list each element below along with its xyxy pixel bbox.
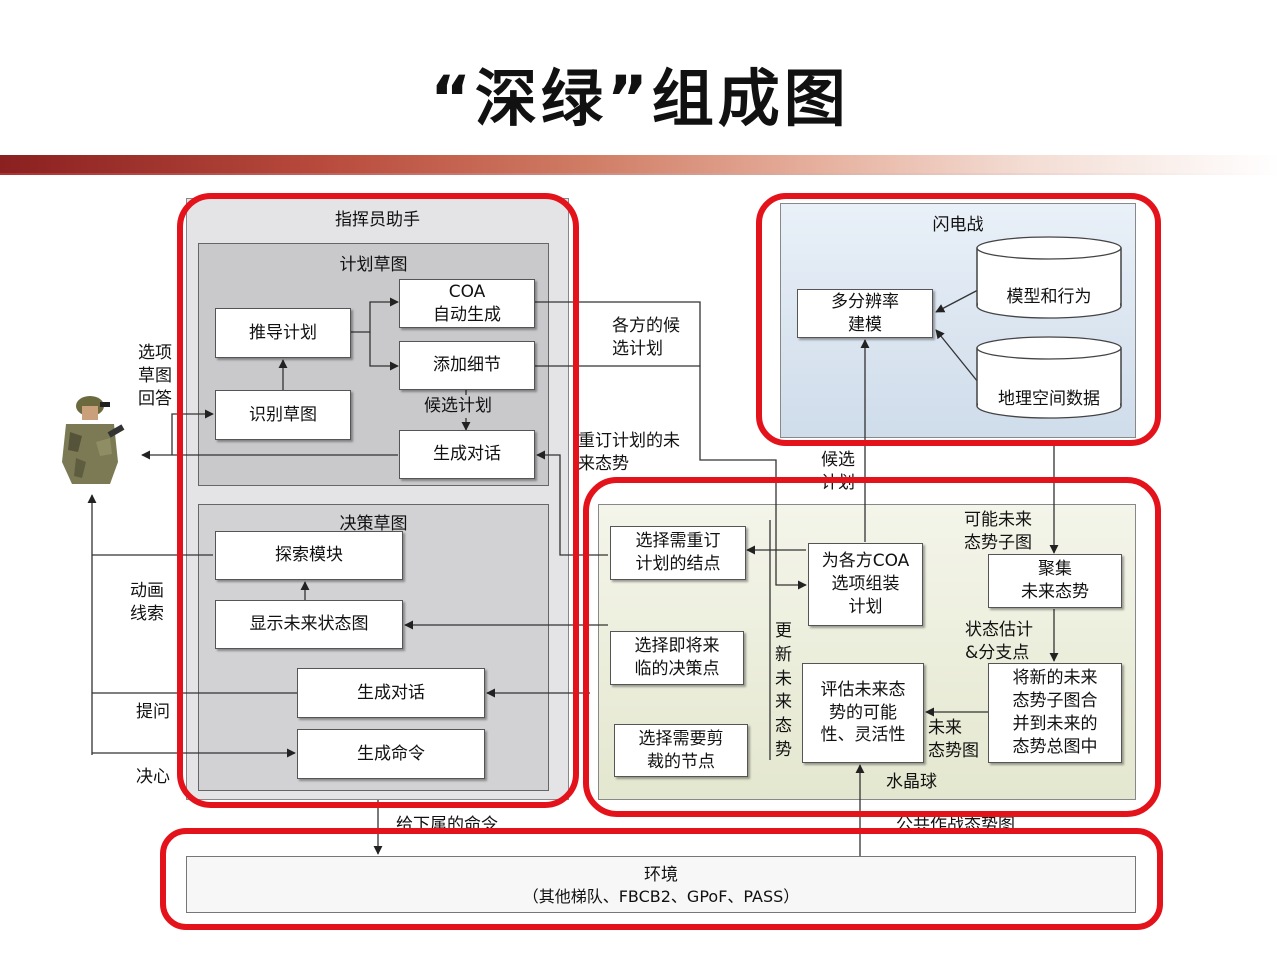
blitz-highlight-frame bbox=[756, 193, 1161, 446]
options-sketch-answer-label: 选项 草图 回答 bbox=[138, 342, 172, 411]
decision-label: 决心 bbox=[136, 766, 170, 789]
crystal-ball-highlight-frame bbox=[583, 477, 1161, 817]
commander-soldier-icon bbox=[52, 392, 132, 484]
assistant-highlight-frame bbox=[177, 193, 579, 808]
ask-label: 提问 bbox=[136, 701, 170, 724]
environment-highlight-frame bbox=[160, 828, 1163, 930]
animation-cues-label: 动画 线索 bbox=[130, 580, 164, 626]
candidate-plans-all-label: 各方的候 选计划 bbox=[612, 315, 680, 361]
replanned-future-label: 重订计划的未 来态势 bbox=[578, 430, 680, 476]
